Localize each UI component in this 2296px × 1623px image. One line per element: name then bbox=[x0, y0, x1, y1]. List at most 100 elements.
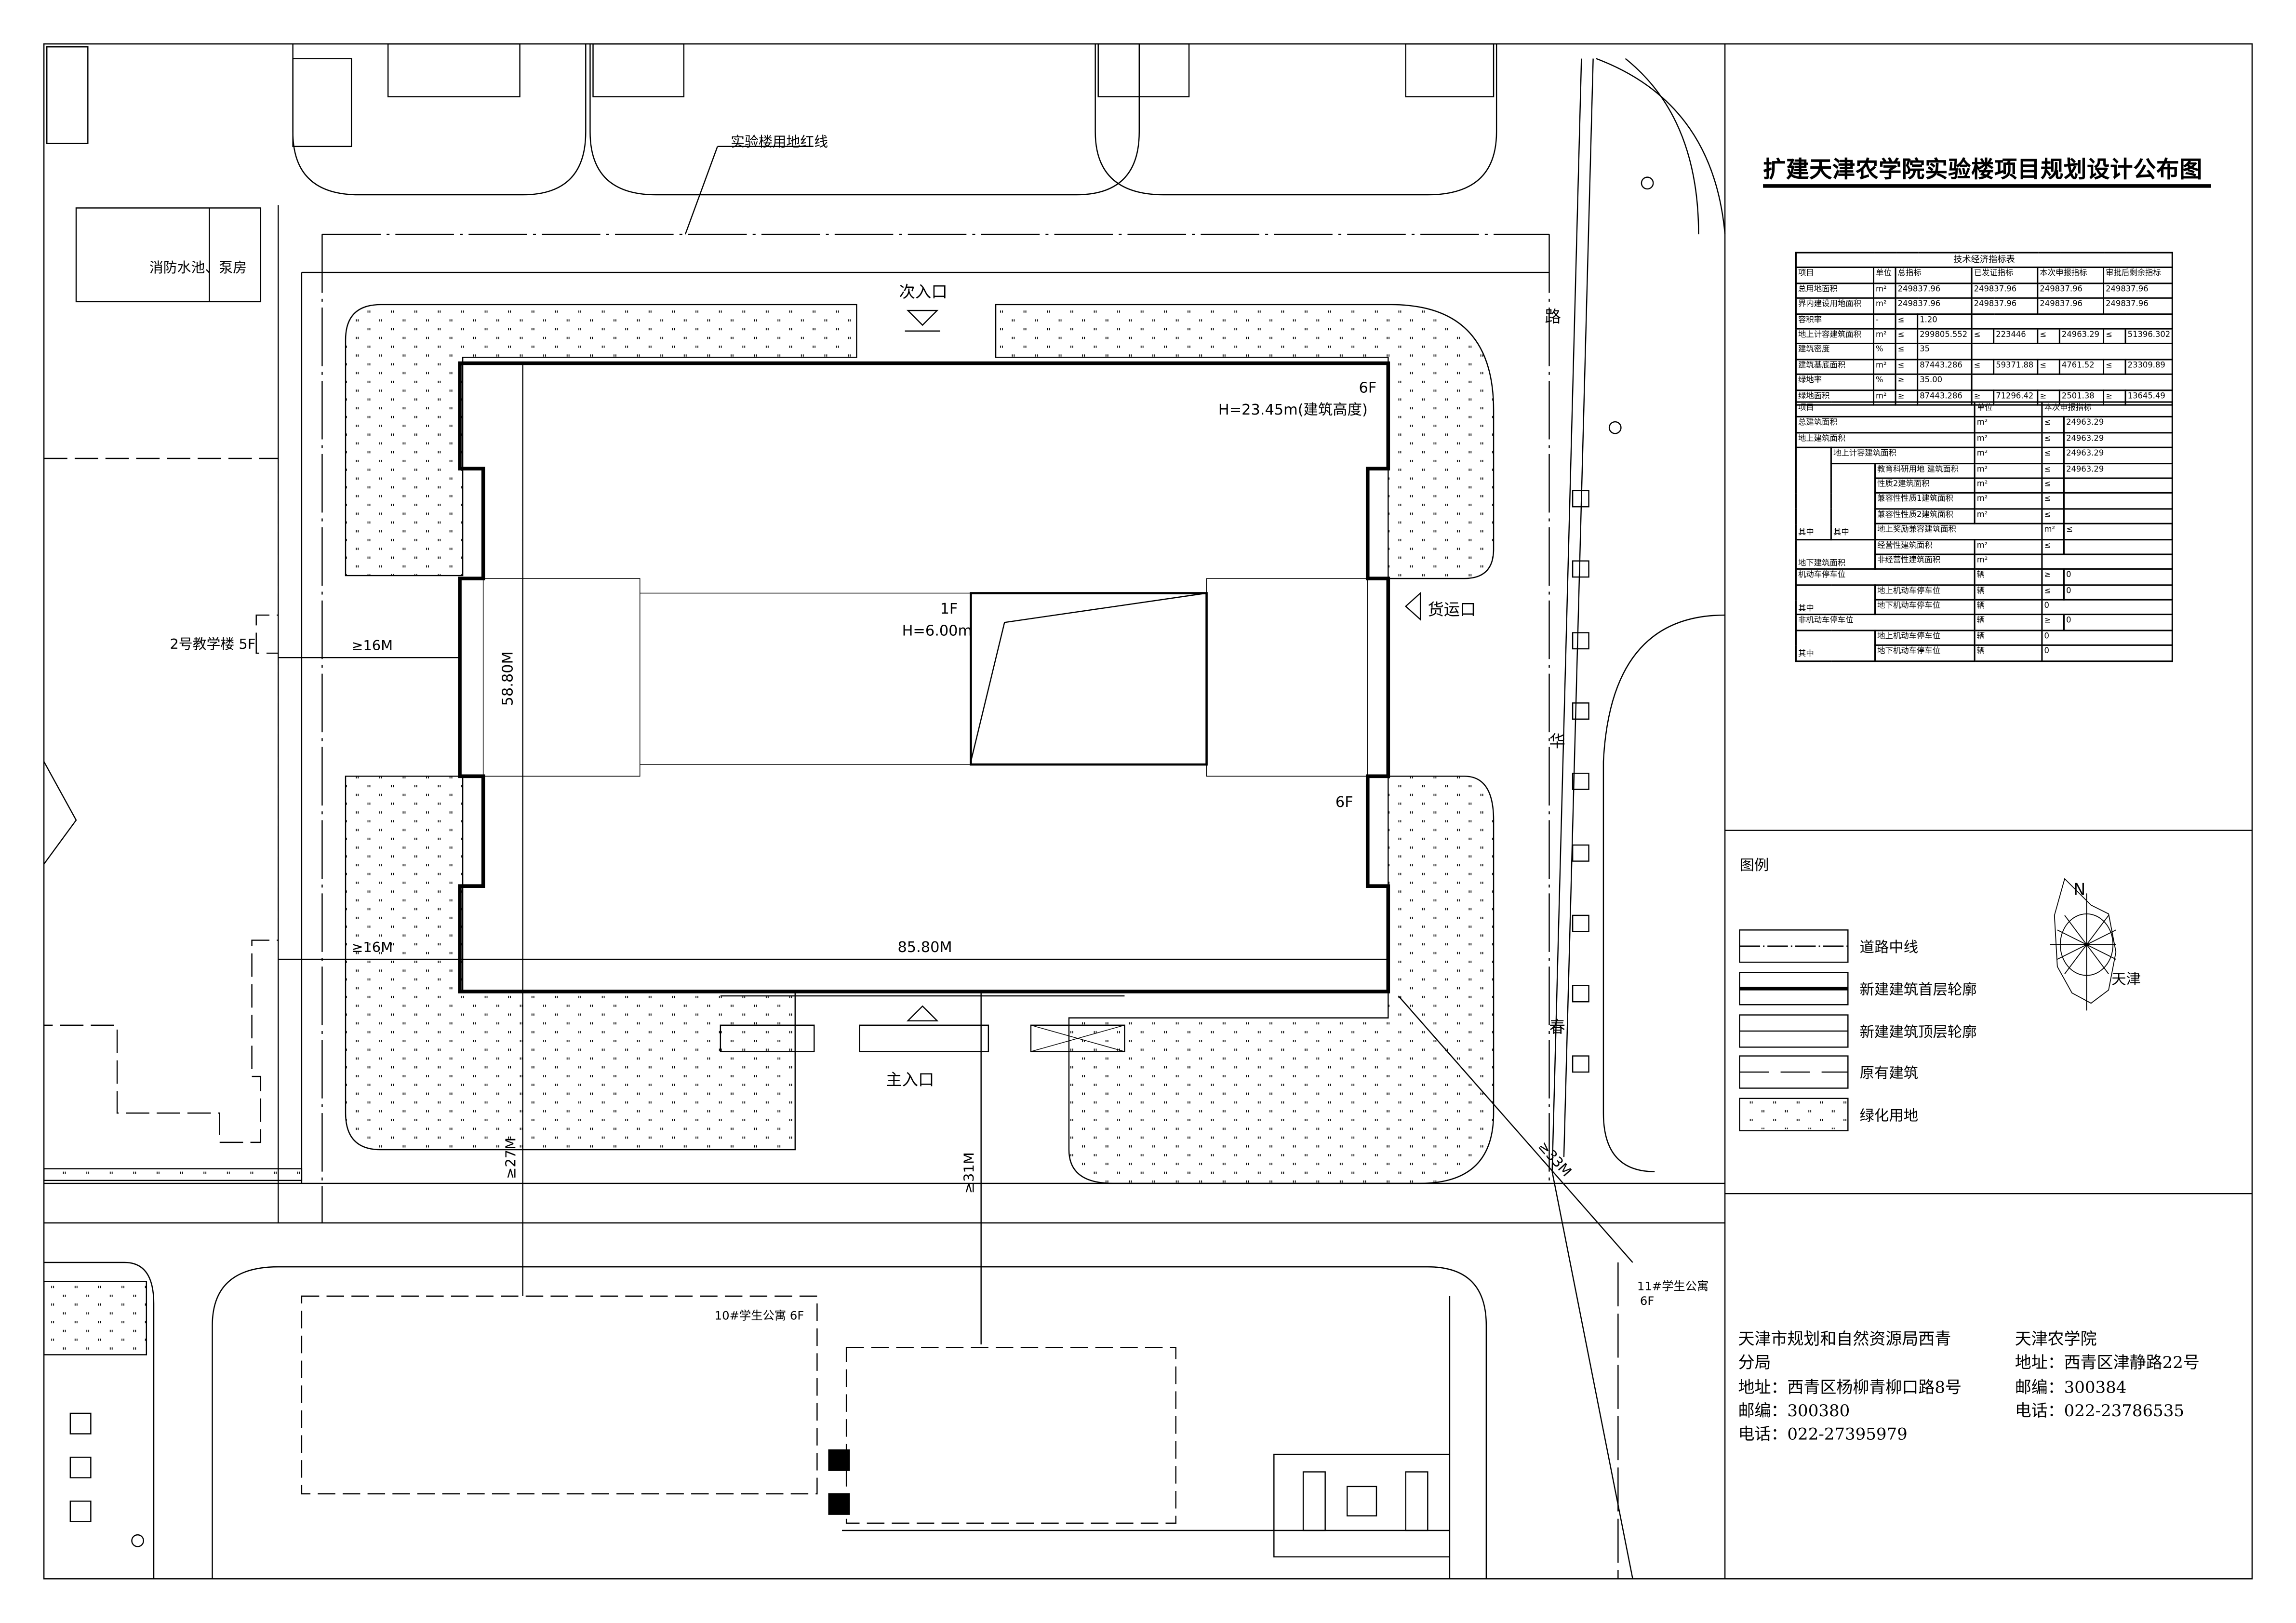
table-cell: 地上计容建筑面积 bbox=[1795, 328, 1875, 345]
table-cell: 地下机动车停车位 bbox=[1874, 644, 1976, 662]
table-cell: 地上计容建筑面积 bbox=[1830, 447, 1976, 464]
table-cell: m² bbox=[1974, 462, 2043, 479]
table-cell: 87443.286 bbox=[1917, 358, 1973, 376]
table-cell: 性质2建筑面积 bbox=[1874, 477, 1976, 495]
sheet-title: 扩建天津农学院实验楼项目规划设计公布图 bbox=[1763, 157, 2203, 183]
width-dimension: 85.80M bbox=[897, 939, 952, 956]
table-cell: ≤ bbox=[2102, 358, 2126, 376]
table-cell: 24963.29 bbox=[2063, 416, 2173, 433]
table-cell: 地上机动车停车位 bbox=[1874, 629, 1976, 646]
table-cell: ≤ bbox=[2041, 416, 2065, 433]
table-cell: ≤ bbox=[2102, 328, 2126, 345]
road-name: 华 bbox=[1549, 732, 1565, 751]
table-cell: 地上建筑面积 bbox=[1795, 431, 1976, 449]
main-entrance-icon bbox=[906, 1005, 939, 1021]
compass-north: N bbox=[2073, 880, 2085, 899]
authority-name-cont: 分局 bbox=[1738, 1354, 1771, 1373]
table-cell bbox=[2063, 538, 2173, 555]
table-cell: 本次申报指标 bbox=[2041, 401, 2173, 418]
table-cell: 辆 bbox=[1974, 584, 2043, 601]
table-cell: 23309.89 bbox=[2124, 358, 2173, 376]
floors-label: 6F bbox=[1335, 794, 1353, 811]
existing-building bbox=[589, 44, 1140, 196]
table-cell bbox=[2063, 477, 2173, 495]
dorm-10 bbox=[301, 1295, 818, 1495]
legend-item: 道路中线 bbox=[1860, 939, 1919, 956]
table-cell: 地上机动车停车位 bbox=[1874, 584, 1976, 601]
applicant-phone: 电话：022-23786535 bbox=[2015, 1401, 2185, 1421]
table-cell: 地下机动车停车位 bbox=[1874, 599, 1976, 616]
table-cell: 经营性建筑面积 bbox=[1874, 538, 1976, 555]
table-cell: m² bbox=[1974, 538, 2043, 555]
table-cell: 容积率 bbox=[1795, 312, 1875, 330]
table-cell: ≤ bbox=[1895, 343, 1919, 360]
existing-building bbox=[292, 44, 587, 196]
table-cell: 0 bbox=[2063, 614, 2173, 631]
table-cell: 非机动车停车位 bbox=[1795, 614, 1976, 631]
table-cell: ≤ bbox=[1895, 312, 1919, 330]
table-cell: ≤ bbox=[2041, 538, 2065, 555]
table-cell: 辆 bbox=[1974, 644, 2043, 662]
depth-dimension: 58.80M bbox=[499, 651, 516, 706]
table-cell: m² bbox=[1974, 553, 2043, 570]
legend-item: 新建建筑顶层轮廓 bbox=[1860, 1024, 1977, 1041]
table-cell: 建筑密度 bbox=[1795, 343, 1875, 360]
table-row: 机动车停车位辆≥0 bbox=[1795, 568, 2173, 586]
applicant-postcode: 邮编：300384 bbox=[2015, 1377, 2127, 1397]
table-cell: ≤ bbox=[2037, 358, 2060, 376]
table-row: 项目单位总指标已发证指标本次申报指标审批后剩余指标 bbox=[1795, 267, 2173, 284]
floors-label: 6F bbox=[1359, 379, 1377, 396]
table-cell: 辆 bbox=[1974, 599, 2043, 616]
table-cell: 审批后剩余指标 bbox=[2102, 267, 2173, 284]
podium-floors-label: 1F bbox=[940, 601, 958, 617]
table-cell: 249837.96 bbox=[1971, 297, 2039, 314]
table-cell: m² bbox=[1872, 328, 1896, 345]
table-cell: 4761.52 bbox=[2058, 358, 2105, 376]
table-cell: 0 bbox=[2063, 584, 2173, 601]
table-row: 绿地率%≥35.00 bbox=[1795, 374, 2173, 390]
legend-item: 原有建筑 bbox=[1860, 1065, 1919, 1082]
table-cell: ≥ bbox=[2041, 614, 2065, 631]
setback-label: ≥16M bbox=[351, 939, 393, 955]
table-cell: 其中 bbox=[1795, 630, 1876, 662]
table-cell: 其中 bbox=[1795, 584, 1876, 616]
table-cell: ≤ bbox=[1971, 358, 1995, 376]
parking-markers bbox=[1572, 490, 1589, 1073]
table-cell: 0 bbox=[2063, 568, 2173, 586]
legend-title: 图例 bbox=[1740, 857, 1769, 874]
table-row: 项目单位本次申报指标 bbox=[1795, 401, 2173, 418]
table-cell: ≤ bbox=[2041, 462, 2065, 479]
height-label: H=23.45m(建筑高度) bbox=[1218, 402, 1368, 418]
applicant-address: 地址：西青区津静路22号 bbox=[2015, 1354, 2200, 1373]
table-title: 技术经济指标表 bbox=[1795, 252, 2173, 269]
table-cell: 0 bbox=[2041, 599, 2173, 616]
table-cell: 已发证指标 bbox=[1971, 267, 2039, 284]
authority-name: 天津市规划和自然资源局西青 bbox=[1738, 1329, 1951, 1349]
table-cell: ≤ bbox=[2063, 523, 2173, 540]
table-cell: ≥ bbox=[1895, 374, 1919, 390]
table-cell: 本次申报指标 bbox=[2037, 267, 2105, 284]
table-cell: 总指标 bbox=[1895, 267, 1973, 284]
table-cell: 辆 bbox=[1974, 614, 2043, 631]
dorm-10-label: 10#学生公寓 6F bbox=[715, 1309, 804, 1323]
table-cell: m² bbox=[1872, 282, 1896, 299]
table-cell: 兼容性性质1建筑面积 bbox=[1874, 492, 1976, 510]
legend-item: 新建建筑首层轮廓 bbox=[1860, 981, 1977, 998]
table-row: 其中地上机动车停车位辆≤0 bbox=[1795, 584, 2173, 616]
table-cell: 0 bbox=[2041, 644, 2173, 662]
table-cell: 249837.96 bbox=[2102, 282, 2173, 299]
table-cell: 51396.302 bbox=[2124, 328, 2173, 345]
